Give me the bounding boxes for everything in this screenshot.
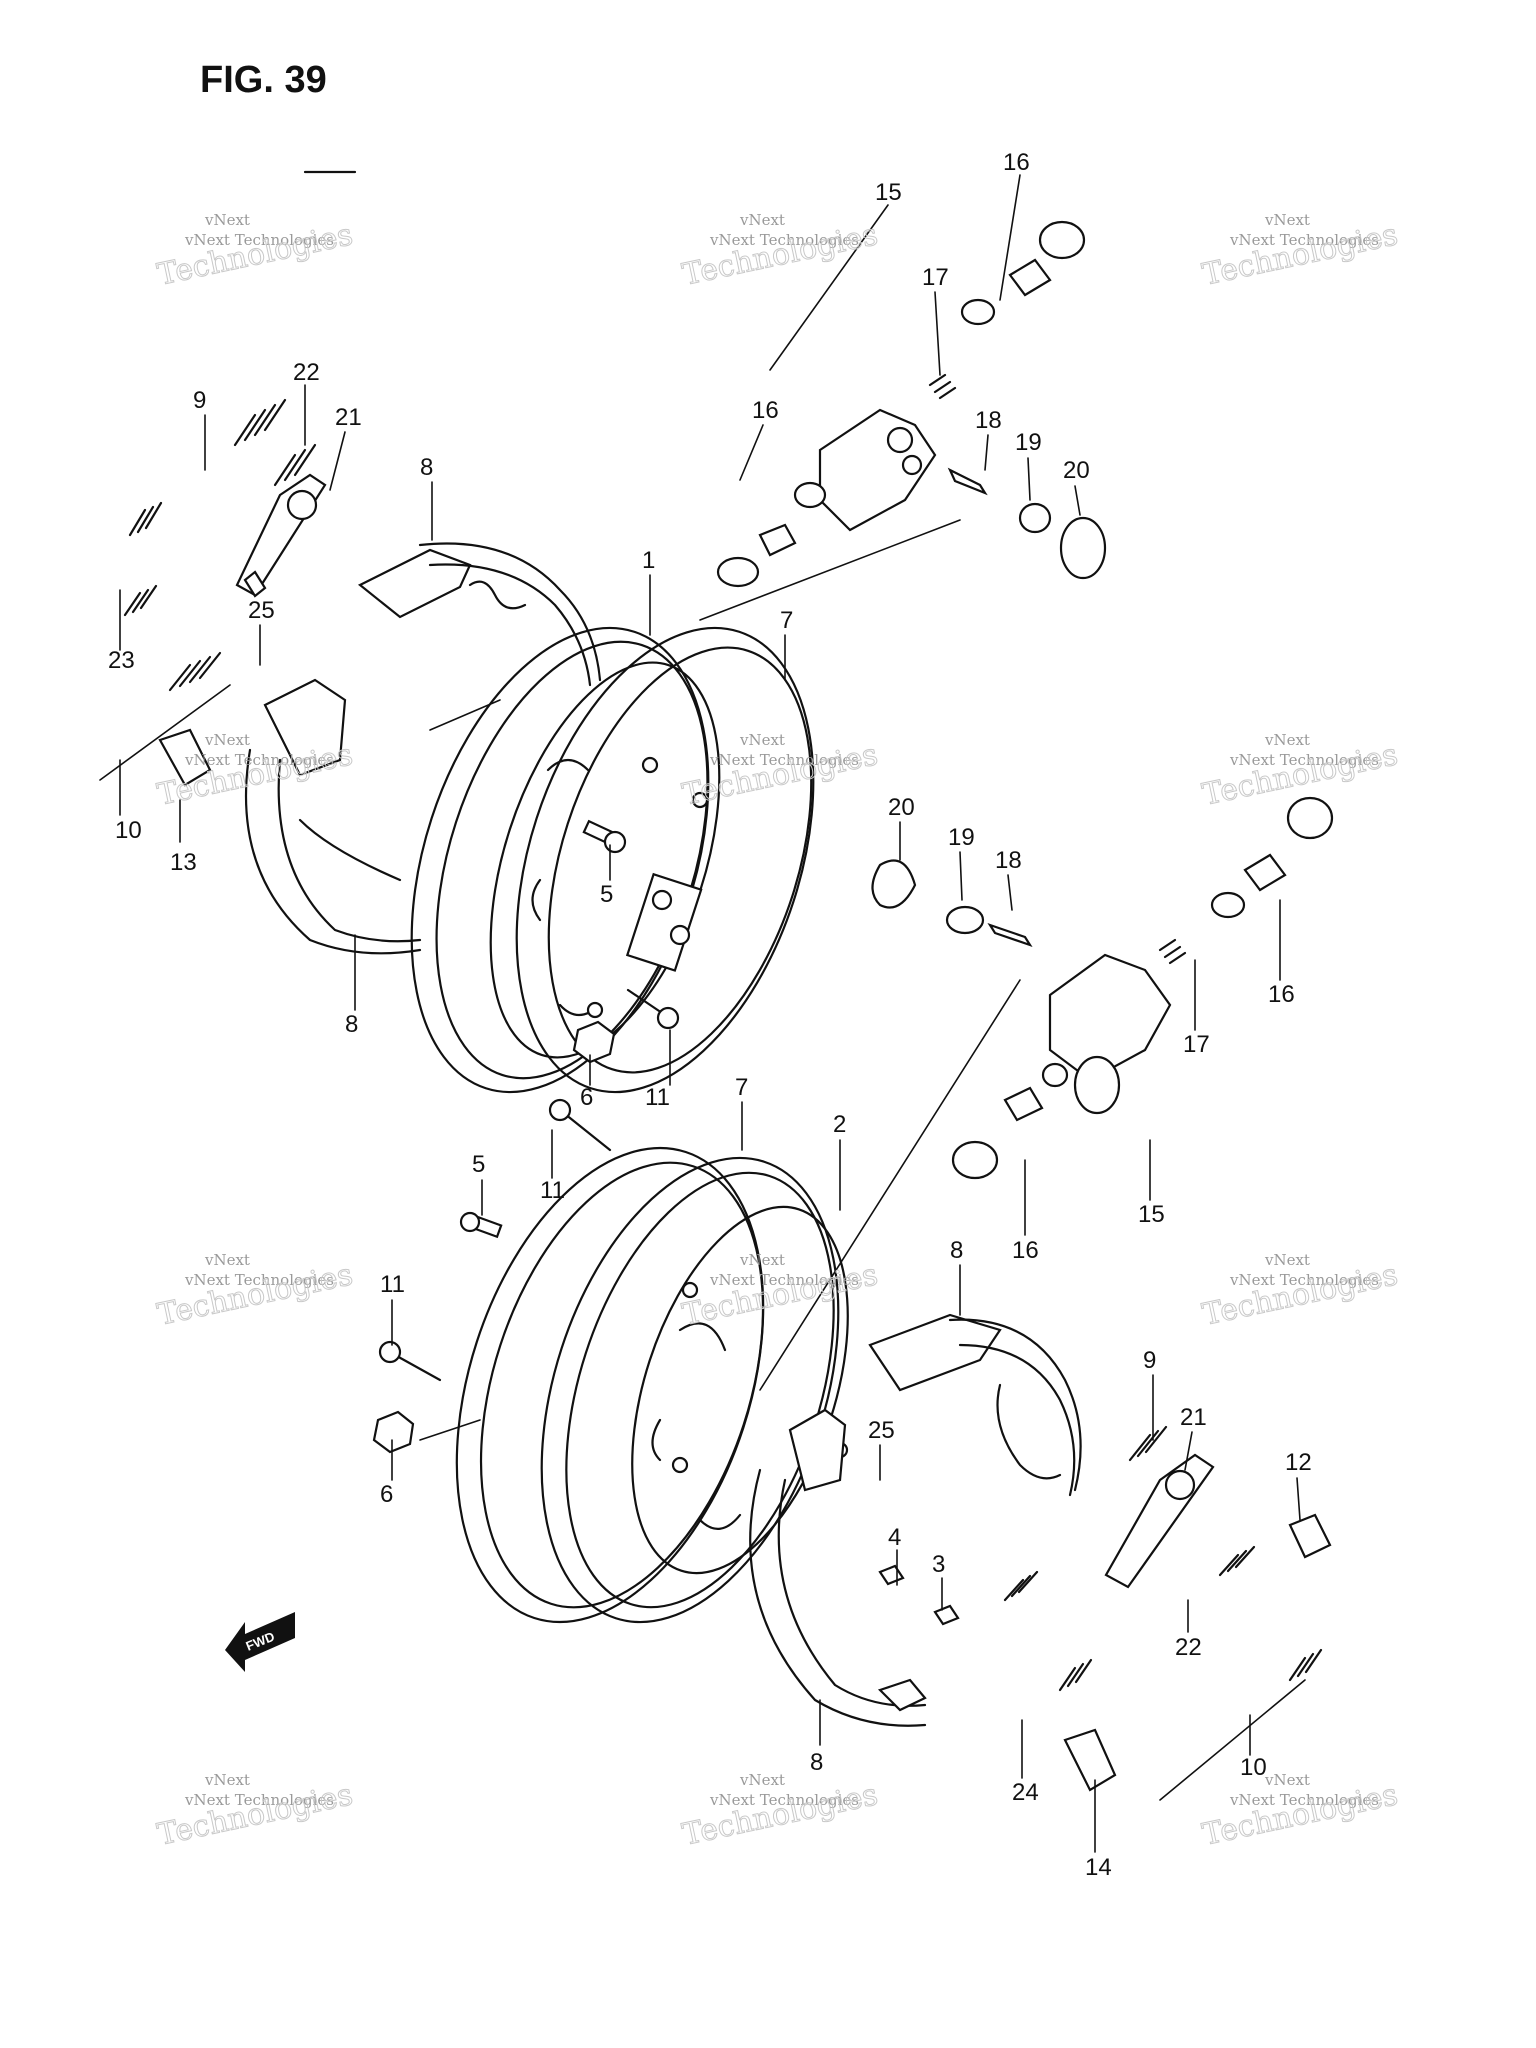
svg-text:vNext Technologies: vNext Technologies <box>1229 231 1379 249</box>
callout-18-lower: 18 <box>995 847 1022 874</box>
callout-7-lower: 7 <box>735 1074 748 1101</box>
svg-text:Technologies: Technologies <box>154 1777 355 1853</box>
callout-10-upper: 10 <box>115 817 142 844</box>
svg-text:Technologies: Technologies <box>154 217 355 293</box>
svg-text:vNext Technologies: vNext Technologies <box>709 1791 859 1809</box>
watermark-10: vNext vNext Technologies Technologies <box>154 1771 356 1853</box>
svg-text:vNext: vNext <box>739 731 785 749</box>
callout-22-upper: 22 <box>293 359 320 386</box>
svg-text:vNext Technologies: vNext Technologies <box>184 231 334 249</box>
upper-wheel-cylinder-assembly <box>716 220 1107 588</box>
callout-17-lower: 17 <box>1183 1031 1210 1058</box>
callout-8-lower-bottom: 8 <box>810 1749 823 1776</box>
watermark-1: vNext vNext Technologies Technologies <box>154 211 356 293</box>
callout-10-lower: 10 <box>1240 1754 1267 1781</box>
watermark-8: vNext vNext Technologies Technologies <box>679 1251 881 1333</box>
lower-drum-assembly <box>372 979 1021 1624</box>
svg-text:vNext: vNext <box>204 1771 250 1789</box>
svg-text:vNext: vNext <box>204 731 250 749</box>
svg-text:vNext Technologies: vNext Technologies <box>1229 1271 1379 1289</box>
svg-text:vNext Technologies: vNext Technologies <box>709 751 859 769</box>
callout-5-lower: 5 <box>472 1151 485 1178</box>
callout-2: 2 <box>833 1111 846 1138</box>
lower-wheel-cylinder-assembly <box>871 796 1334 1180</box>
callout-21-lower: 21 <box>1180 1404 1207 1431</box>
callout-16-lower-bottom: 16 <box>1012 1237 1039 1264</box>
callout-19-lower: 19 <box>948 824 975 851</box>
svg-text:vNext Technologies: vNext Technologies <box>184 1791 334 1809</box>
watermark-9: vNext vNext Technologies Technologies <box>1199 1251 1401 1333</box>
svg-text:vNext Technologies: vNext Technologies <box>184 1271 334 1289</box>
callout-1: 1 <box>642 547 655 574</box>
callout-15-lower: 15 <box>1138 1201 1165 1228</box>
callout-7-upper: 7 <box>780 607 793 634</box>
callout-13: 13 <box>170 849 197 876</box>
svg-text:Technologies: Technologies <box>154 1257 355 1333</box>
callout-6-lower: 6 <box>380 1481 393 1508</box>
callout-23: 23 <box>108 647 135 674</box>
callout-20-lower: 20 <box>888 794 915 821</box>
callout-8-upper-left: 8 <box>345 1011 358 1038</box>
svg-text:vNext: vNext <box>739 1251 785 1269</box>
callout-3: 3 <box>932 1551 945 1578</box>
svg-text:vNext: vNext <box>1264 731 1310 749</box>
watermark-3: vNext vNext Technologies Technologies <box>1199 211 1401 293</box>
callout-25-upper: 25 <box>248 597 275 624</box>
callout-22-lower: 22 <box>1175 1634 1202 1661</box>
callout-24: 24 <box>1012 1779 1039 1806</box>
callout-labels: 1 2 3 4 5 5 6 6 7 7 8 8 8 8 9 9 10 10 11… <box>108 149 1312 1881</box>
watermark-layer: vNext vNext Technologies Technologies vN… <box>154 211 1401 1853</box>
callout-17-upper: 17 <box>922 264 949 291</box>
svg-text:vNext: vNext <box>739 1771 785 1789</box>
callout-11-mid: 11 <box>540 1177 565 1204</box>
callout-9-upper: 9 <box>193 387 206 414</box>
leader-lines <box>119 174 1301 1853</box>
lower-brake-shoe-bottom <box>749 1408 927 1727</box>
callout-12: 12 <box>1285 1449 1312 1476</box>
watermark-12: vNext vNext Technologies Technologies <box>1199 1771 1401 1853</box>
svg-text:vNext: vNext <box>1264 1251 1310 1269</box>
callout-25-lower: 25 <box>868 1417 895 1444</box>
lower-brake-shoe-right <box>868 1313 1082 1497</box>
figure-title: FIG. 39 <box>200 59 327 101</box>
upper-brake-shoe-top <box>357 542 602 687</box>
callout-11-lower: 11 <box>380 1271 405 1298</box>
svg-text:vNext: vNext <box>1264 211 1310 229</box>
callout-19-upper: 19 <box>1015 429 1042 456</box>
callout-16-lower-right: 16 <box>1268 981 1295 1008</box>
watermark-7: vNext vNext Technologies Technologies <box>154 1251 356 1333</box>
callout-15-upper: 15 <box>875 179 902 206</box>
svg-text:vNext Technologies: vNext Technologies <box>709 231 859 249</box>
svg-text:vNext: vNext <box>1264 1771 1310 1789</box>
svg-text:vNext Technologies: vNext Technologies <box>184 751 334 769</box>
forward-direction-arrow: FWD <box>225 1612 295 1672</box>
callout-16-upper-left: 16 <box>752 397 779 424</box>
upper-backing-plate-assembly <box>410 519 961 1094</box>
callout-4: 4 <box>888 1524 901 1551</box>
callout-20-upper: 20 <box>1063 457 1090 484</box>
callout-9-lower: 9 <box>1143 1347 1156 1374</box>
svg-text:vNext Technologies: vNext Technologies <box>1229 1791 1379 1809</box>
watermark-5: vNext vNext Technologies Technologies <box>679 731 881 813</box>
svg-text:vNext Technologies: vNext Technologies <box>709 1271 859 1289</box>
callout-14: 14 <box>1085 1854 1112 1881</box>
callout-8-upper-top: 8 <box>420 454 433 481</box>
callout-6-upper: 6 <box>580 1084 593 1111</box>
upper-adjuster-lever-springs <box>99 398 327 787</box>
callout-8-lower-right: 8 <box>950 1237 963 1264</box>
svg-text:vNext: vNext <box>204 211 250 229</box>
callout-21-upper: 21 <box>335 404 362 431</box>
upper-brake-shoe-left <box>244 678 422 955</box>
callout-5-upper: 5 <box>600 881 613 908</box>
callout-16-top: 16 <box>1003 149 1030 176</box>
callout-18-upper: 18 <box>975 407 1002 434</box>
lower-adjuster-lever-springs <box>878 1425 1332 1801</box>
callout-11-upper: 11 <box>645 1084 670 1111</box>
svg-text:vNext Technologies: vNext Technologies <box>1229 751 1379 769</box>
svg-text:vNext: vNext <box>204 1251 250 1269</box>
svg-text:vNext: vNext <box>739 211 785 229</box>
watermark-11: vNext vNext Technologies Technologies <box>679 1771 881 1853</box>
watermark-2: vNext vNext Technologies Technologies <box>679 211 881 293</box>
